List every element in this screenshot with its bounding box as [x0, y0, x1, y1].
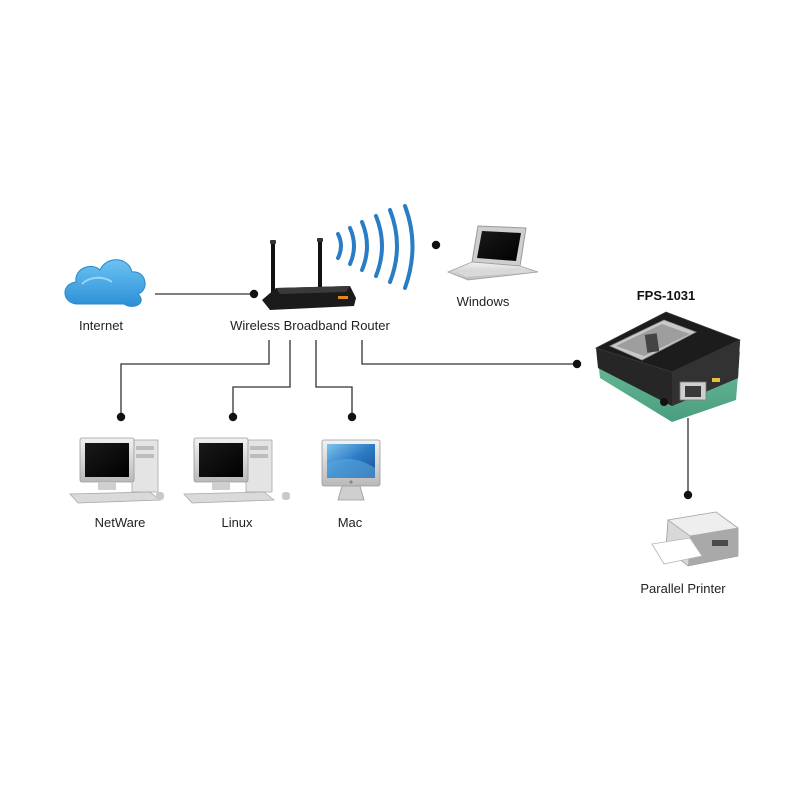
- router-label: Wireless Broadband Router: [230, 318, 390, 333]
- link-router-linux: [232, 340, 291, 416]
- cloud-icon: [64, 259, 146, 307]
- printer-label: Parallel Printer: [640, 581, 726, 596]
- dot-windows: [431, 240, 441, 250]
- router-icon: [262, 238, 356, 310]
- dot-netware: [116, 412, 126, 422]
- wifi-waves-icon: [336, 204, 415, 290]
- imac-icon: [321, 439, 381, 501]
- dot-printer: [683, 490, 693, 500]
- dot-router-input: [249, 289, 259, 299]
- connectors: [120, 293, 689, 494]
- linux-label: Linux: [221, 515, 253, 530]
- printer-icon: [651, 511, 740, 567]
- desktop-computer-icon-linux: [183, 437, 290, 504]
- link-router-netware: [120, 340, 270, 416]
- connector-dots: [116, 240, 693, 500]
- dot-printserver: [572, 359, 582, 369]
- dot-mac: [347, 412, 357, 422]
- internet-label: Internet: [78, 318, 124, 333]
- print-server-label: FPS-1031: [636, 288, 696, 303]
- link-router-mac: [315, 340, 353, 416]
- windows-label: Windows: [456, 294, 510, 309]
- netware-label: NetWare: [94, 515, 146, 530]
- link-router-printserver: [361, 340, 576, 365]
- dot-linux: [228, 412, 238, 422]
- laptop-icon: [446, 225, 539, 281]
- desktop-computer-icon-netware: [69, 437, 164, 504]
- print-server-icon: [594, 311, 742, 422]
- mac-label: Mac: [337, 515, 363, 530]
